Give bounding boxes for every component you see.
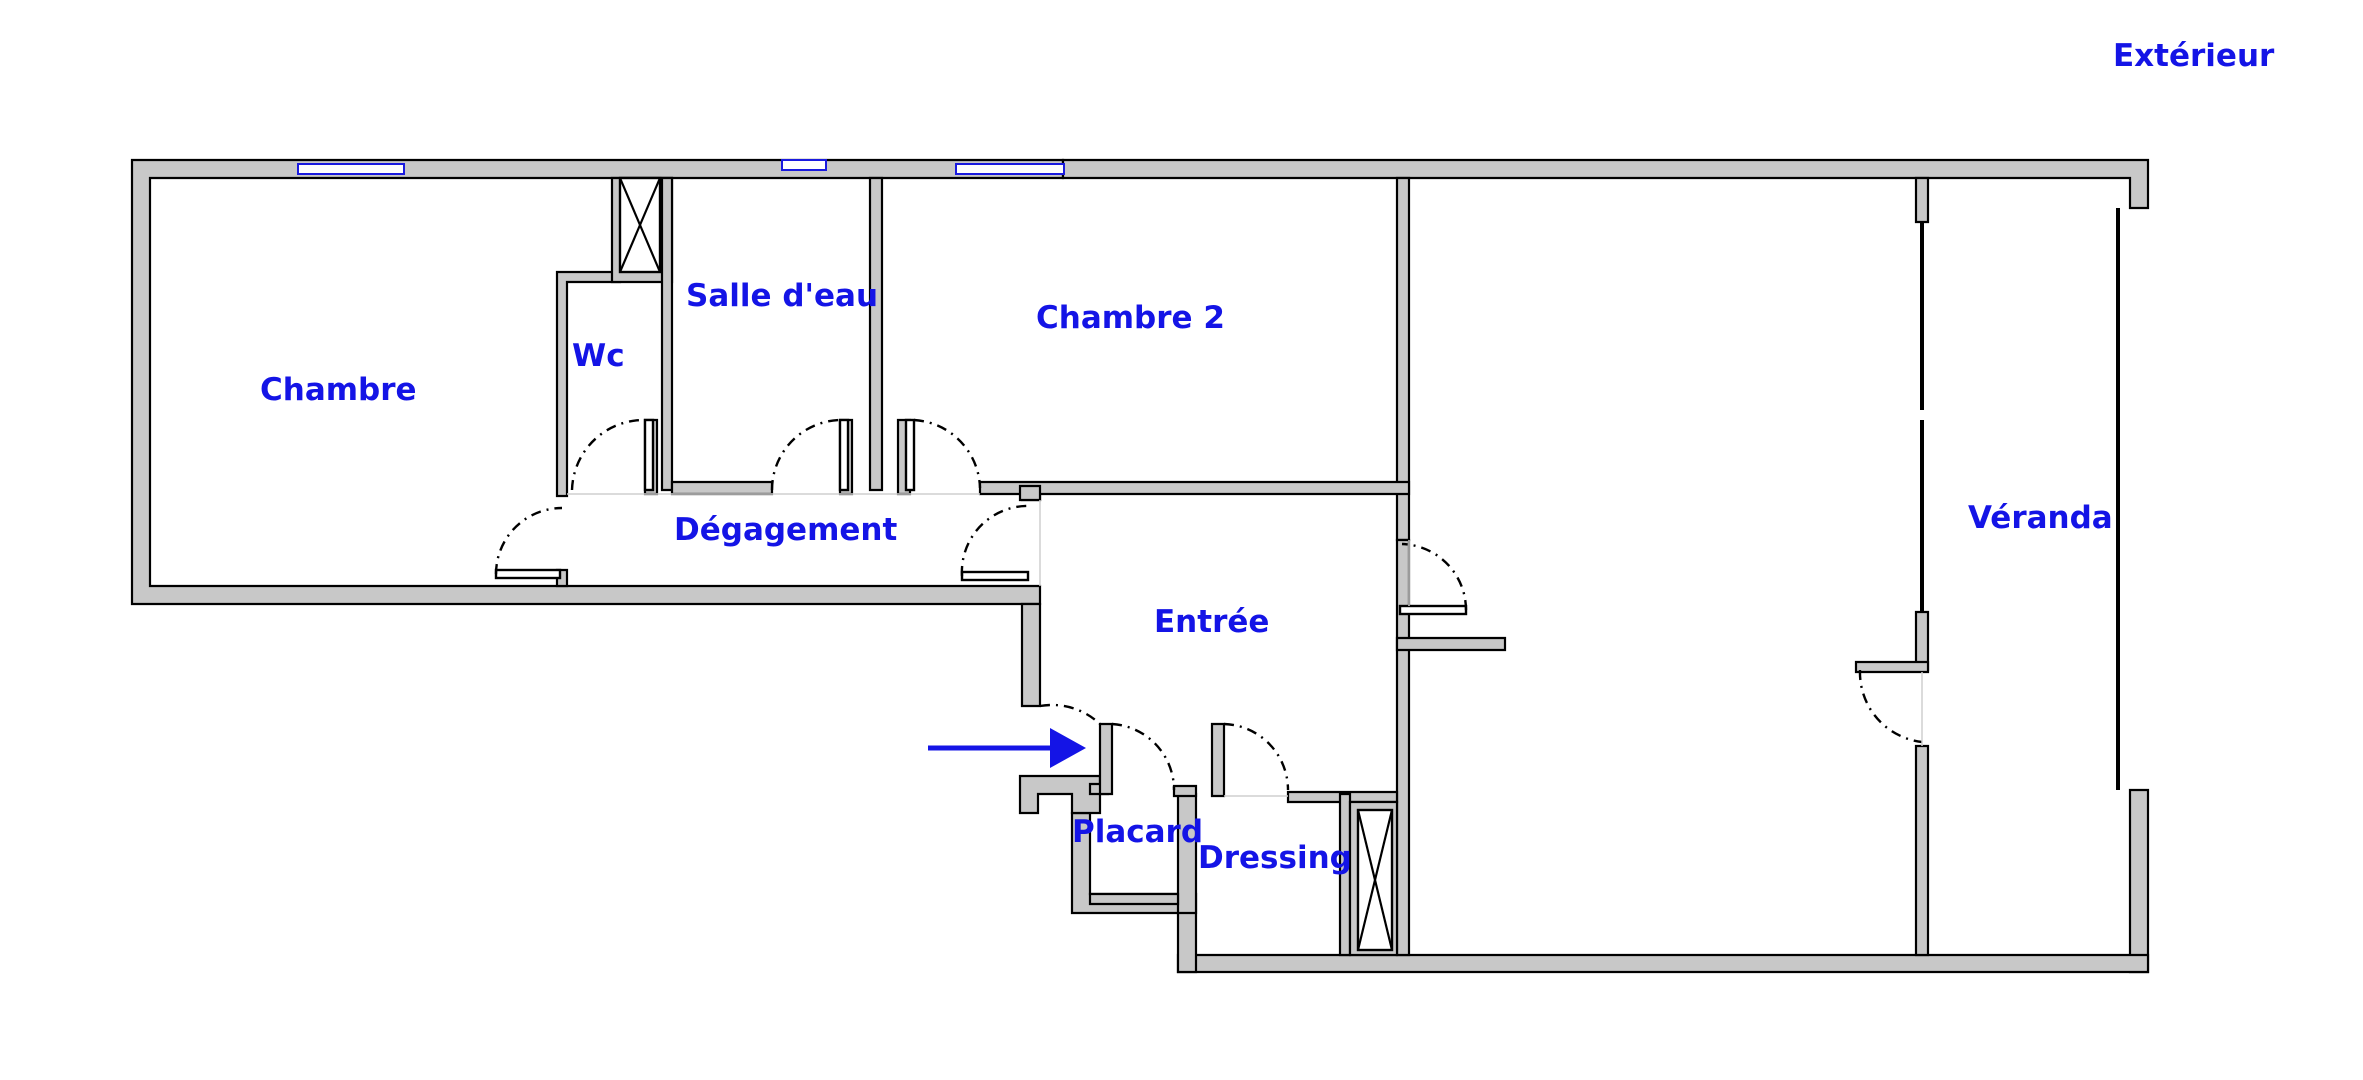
entree-living-wall — [1395, 538, 1411, 957]
label-exterieur: Extérieur — [2113, 38, 2275, 74]
chambre-wc-wall — [555, 270, 622, 498]
salle-bottom-wall — [670, 480, 774, 496]
window-salle-d-eau — [781, 159, 827, 171]
door-dressing — [1223, 722, 1290, 791]
veranda-right-wall — [2128, 788, 2150, 974]
door-wc — [570, 418, 655, 492]
label-entree: Entrée — [1154, 604, 1269, 640]
entrance-arrow-icon — [928, 728, 1086, 768]
living-veranda-wall-top — [1914, 176, 1930, 224]
label-placard: Placard — [1072, 814, 1203, 850]
door-salle-d-eau — [770, 418, 850, 492]
door-placard — [1111, 722, 1176, 791]
placard-top-stub — [1098, 722, 1114, 796]
label-chambre: Chambre — [260, 372, 417, 408]
dressing-door-stub — [1210, 722, 1226, 798]
label-veranda: Véranda — [1968, 500, 2113, 536]
door-chambre — [494, 506, 563, 580]
salle-chambre2-wall — [868, 176, 884, 492]
placard-door-stub — [1172, 784, 1198, 798]
door-entrance — [1039, 703, 1101, 725]
degagement-stub — [1018, 484, 1042, 502]
label-dressing: Dressing — [1198, 840, 1352, 876]
label-wc: Wc — [572, 338, 625, 374]
doors — [494, 418, 1923, 791]
window-chambre — [297, 163, 405, 175]
dressing-left-wall — [1176, 792, 1198, 915]
shaft-cross-icon — [1348, 800, 1399, 957]
door-degagement-entree — [960, 504, 1031, 582]
door-sills — [567, 493, 1923, 797]
wc-salle-wall — [660, 176, 674, 492]
veranda-door-stub — [1854, 660, 1930, 674]
door-veranda — [1858, 669, 1923, 744]
entree-left-wall — [1020, 602, 1042, 708]
bottom-wall — [1176, 953, 2150, 974]
label-salle-d-eau: Salle d'eau — [686, 278, 878, 314]
window-chambre-2 — [955, 163, 1065, 175]
exterior-walls — [130, 158, 2150, 974]
living-stub-wall — [1395, 636, 1507, 652]
living-veranda-wall-bot — [1914, 744, 1930, 957]
label-degagement: Dégagement — [674, 512, 897, 548]
windows — [297, 159, 2120, 790]
door-chambre-2 — [904, 418, 982, 492]
door-entree-living — [1398, 542, 1468, 616]
label-chambre-2: Chambre 2 — [1036, 300, 1225, 336]
shaft-cross-icon — [618, 176, 662, 274]
entrance-stub-wall — [1018, 774, 1102, 815]
chambre2-bottom-wall — [978, 480, 1411, 496]
placard-inner-wall — [1088, 892, 1180, 906]
main-block-top-wall — [1061, 158, 2150, 210]
room-labels: Extérieur Chambre Wc Salle d'eau Chambre… — [260, 38, 2275, 876]
